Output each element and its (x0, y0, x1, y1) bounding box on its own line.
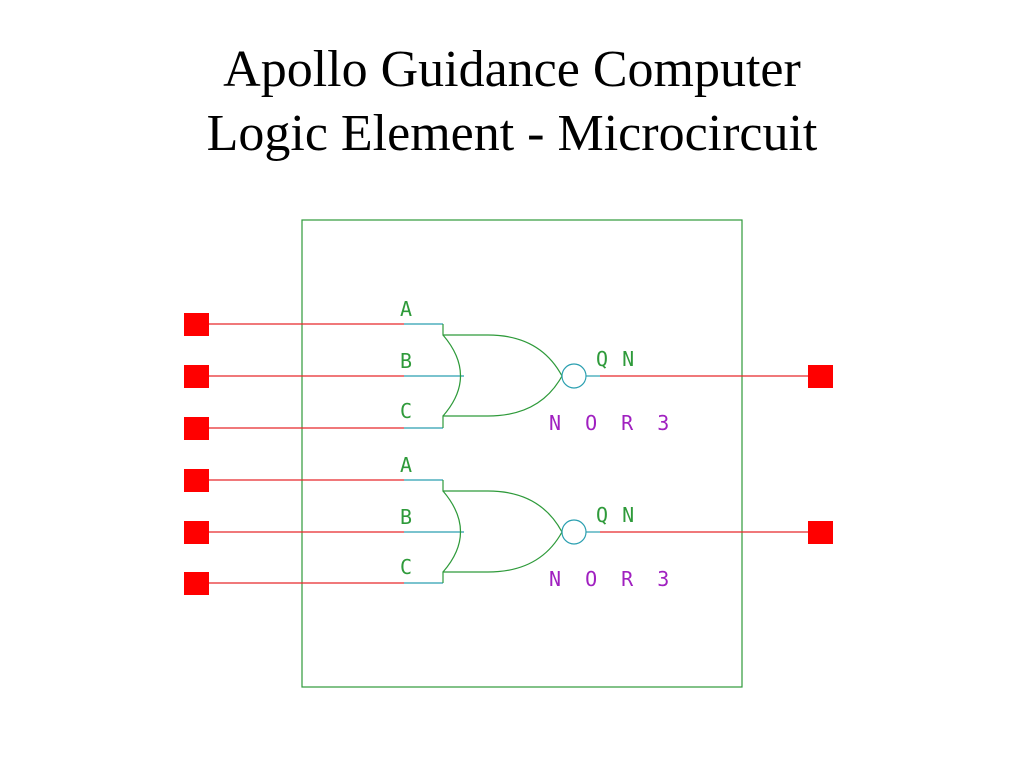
slide-title: Apollo Guidance Computer Logic Element -… (0, 38, 1024, 166)
pin-label-2c: C (400, 555, 413, 579)
input-pad-2b[interactable] (184, 521, 209, 544)
nor3-gate-2: A B C Q N N O R 3 (184, 453, 833, 595)
title-line-2: Logic Element - Microcircuit (206, 105, 818, 162)
output-pad-1[interactable] (808, 365, 833, 388)
output-pad-2[interactable] (808, 521, 833, 544)
pin-label-2a: A (400, 453, 413, 477)
nor-gate-body-1 (442, 324, 563, 428)
pin-label-1a: A (400, 297, 413, 321)
inversion-bubble-2 (561, 519, 587, 545)
pin-label-1c: C (400, 399, 413, 423)
input-pad-1b[interactable] (184, 365, 209, 388)
nor3-gate-1: A B C Q N N O R 3 (184, 297, 833, 440)
input-pad-1c[interactable] (184, 417, 209, 440)
input-pad-2a[interactable] (184, 469, 209, 492)
input-pad-2c[interactable] (184, 572, 209, 595)
title-line-1: Apollo Guidance Computer (223, 41, 801, 98)
inversion-bubble-1 (561, 363, 587, 389)
component-outline (301, 219, 743, 688)
output-label-1: Q N (596, 347, 635, 371)
pin-label-2b: B (400, 505, 413, 529)
gate-type-label-2: N O R 3 (549, 567, 675, 591)
output-label-2: Q N (596, 503, 635, 527)
nor-gate-body-2 (442, 480, 563, 583)
gate-type-label-1: N O R 3 (549, 411, 675, 435)
input-pad-1a[interactable] (184, 313, 209, 336)
pin-label-1b: B (400, 349, 413, 373)
